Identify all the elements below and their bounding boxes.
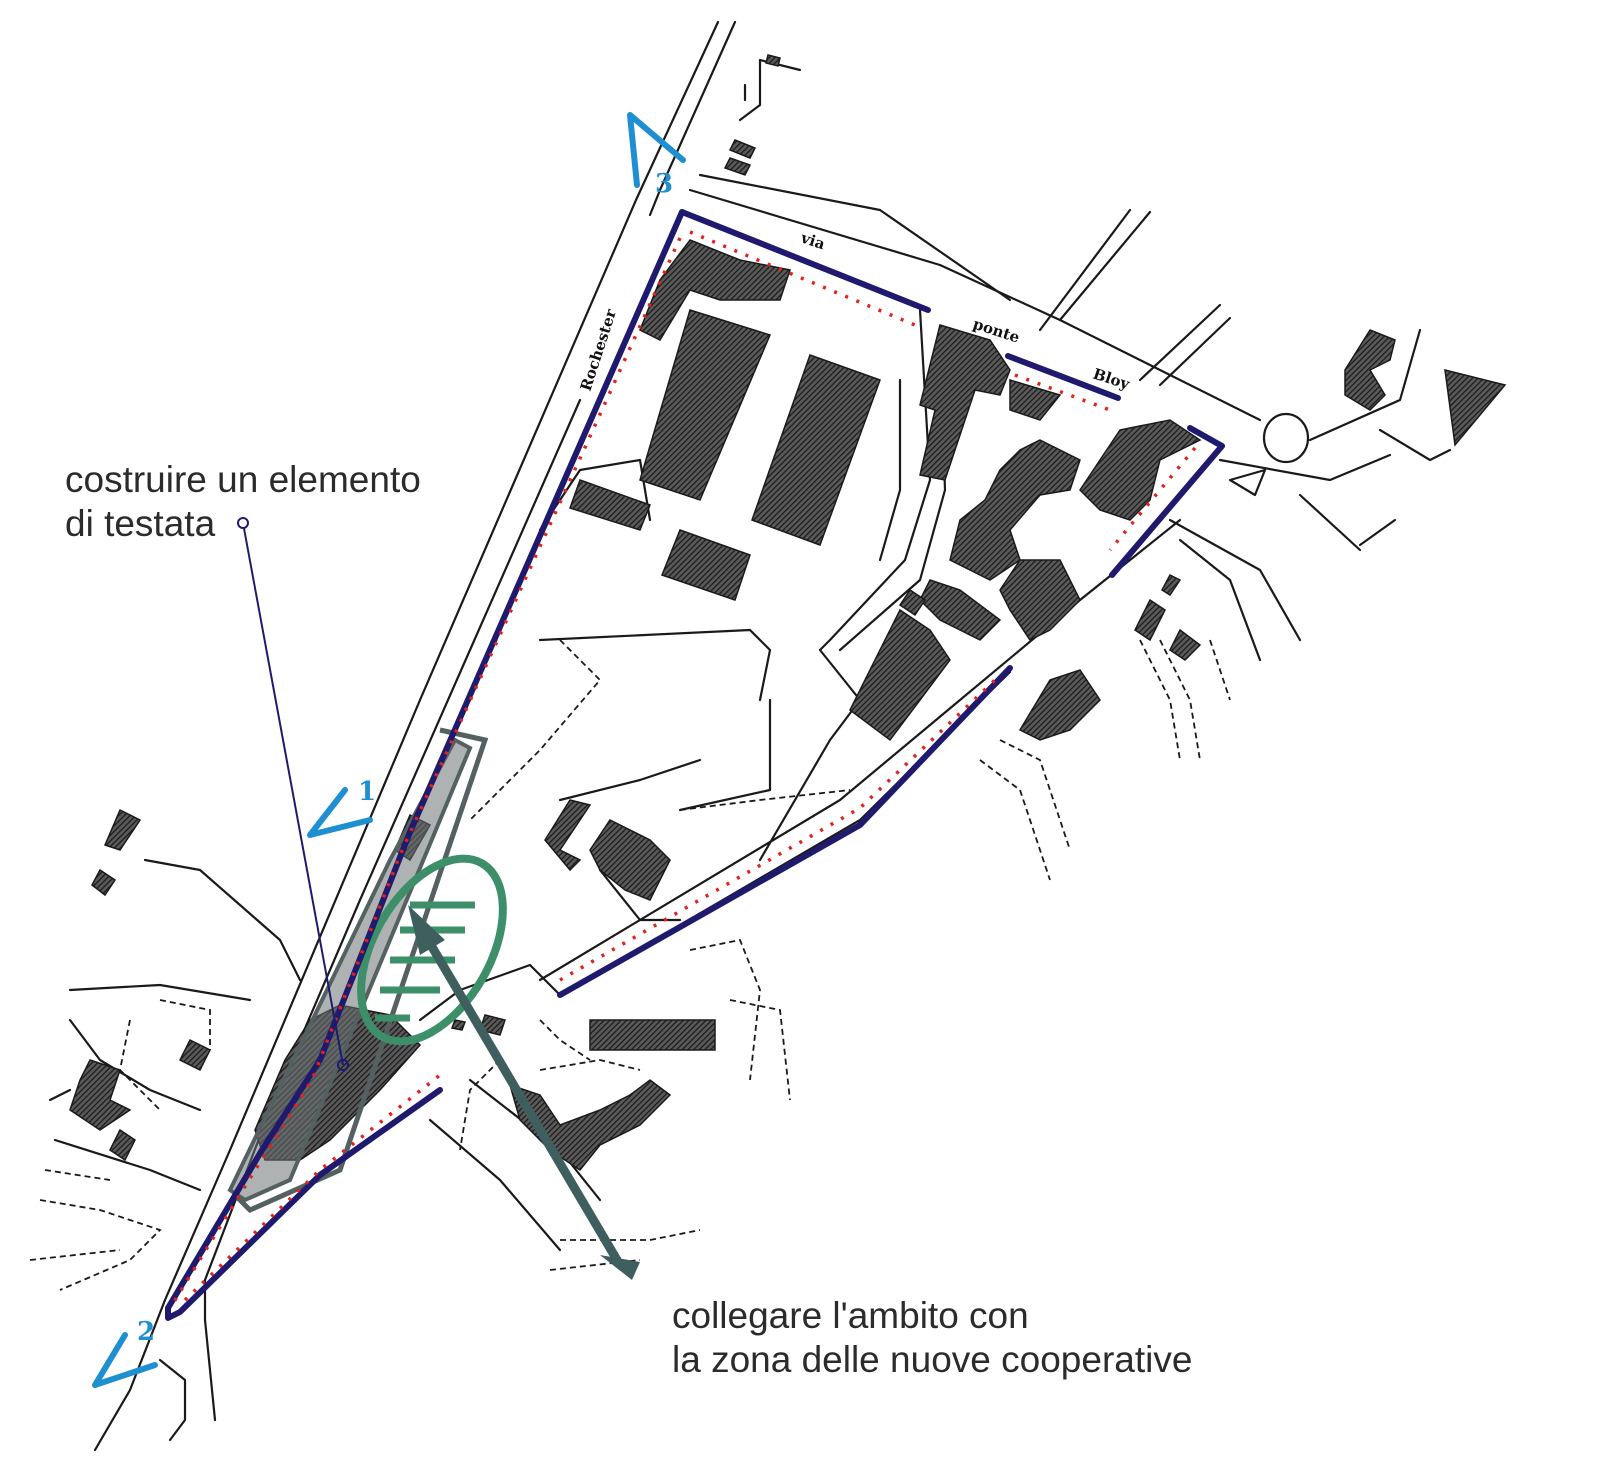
section-number-1: 1 [358, 777, 376, 807]
street-label-via: via [798, 228, 828, 253]
section-number-2: 2 [137, 1317, 155, 1347]
site-boundary [165, 209, 1225, 1321]
testata-pointer [237, 517, 349, 1071]
section-marker-2: 2 [92, 1317, 158, 1388]
connection-arrow [408, 905, 640, 1280]
annotation-testata-line2: di testata [65, 503, 216, 544]
section-number-3: 3 [655, 169, 673, 199]
section-marker-3: 3 [627, 112, 686, 199]
dashed-paths [29, 639, 1231, 1291]
corridor-band [227, 727, 489, 1213]
section-marker-1: 1 [307, 777, 376, 838]
annotation-collegare-line1: collegare l'ambito con [672, 1295, 1029, 1336]
buildings [69, 54, 1507, 1172]
annotation-collegare-line2: la zona delle nuove cooperative [672, 1339, 1192, 1380]
annotation-testata-line1: costruire un elemento [65, 459, 421, 500]
